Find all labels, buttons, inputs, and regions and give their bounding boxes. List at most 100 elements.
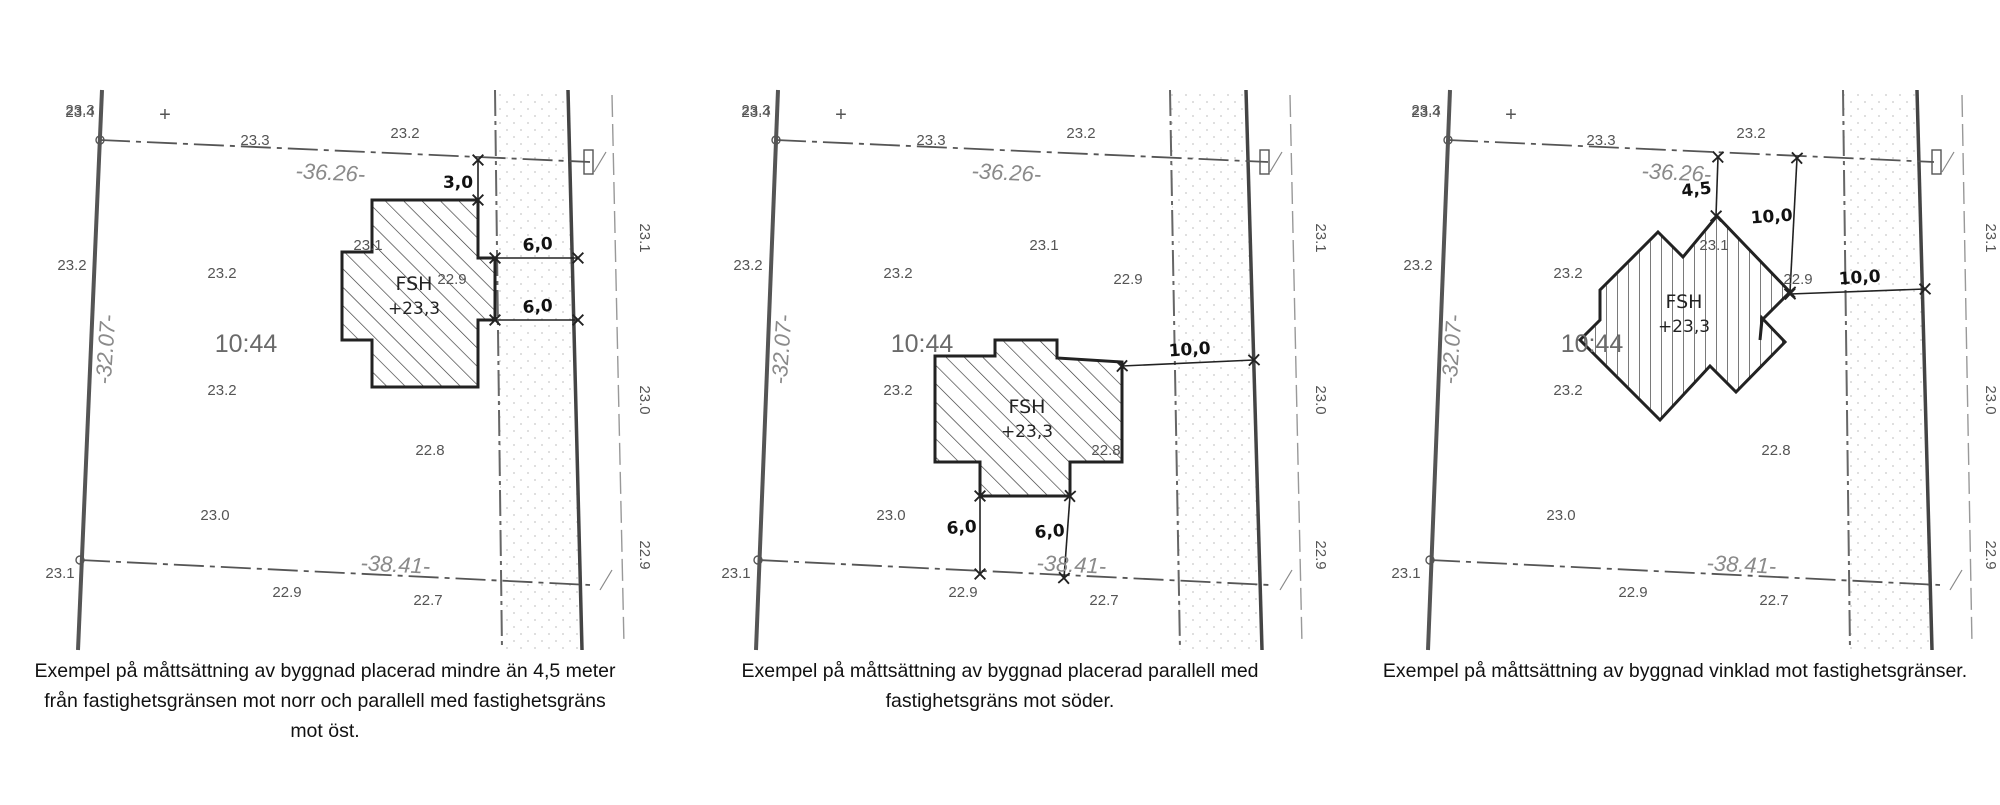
spot-height-label: 23.1 [1029, 237, 1058, 254]
spot-height-label: 22.7 [1759, 592, 1788, 609]
road-strip [1842, 89, 1973, 651]
building-footprint [1577, 213, 1793, 423]
building-footprint [340, 198, 497, 389]
spot-height-label: 23.0 [1546, 507, 1575, 524]
spot-height-label: 22.8 [1761, 442, 1790, 459]
spot-height-label: 23.2 [1403, 257, 1432, 274]
dimension-label: 6,0 [1034, 521, 1066, 543]
spot-height-label: 23.2 [733, 257, 762, 274]
panel-3 [1425, 89, 1973, 651]
north-boundary-distance: -36.26- [295, 158, 366, 187]
spot-height-label: 23.1 [636, 223, 653, 252]
spot-height-label: 23.3 [240, 132, 269, 149]
spot-height-label: 23.2 [883, 265, 912, 282]
building-footprint [933, 338, 1124, 498]
dimension-label: 6,0 [522, 234, 554, 256]
spot-height-label: 23.3 [741, 102, 770, 119]
spot-height-label: 23.1 [45, 565, 74, 582]
spot-height-label: 23.3 [916, 132, 945, 149]
north-boundary-distance: -36.26- [1641, 158, 1712, 187]
dimension-label: 10,0 [1750, 206, 1793, 229]
corner-height-label: 23.4 [65, 104, 94, 121]
north-boundary-distance: -36.26- [971, 158, 1042, 187]
spot-height-label: 22.8 [415, 442, 444, 459]
survey-point-mark: + [1505, 104, 1517, 126]
south-boundary-distance: -38.41- [360, 550, 431, 579]
spot-height-label: 23.1 [1699, 237, 1728, 254]
road-strip [494, 89, 625, 651]
spot-height-label: 23.0 [876, 507, 905, 524]
panel-2 [753, 89, 1303, 651]
spot-height-label: 23.2 [390, 125, 419, 142]
caption-line: Exempel på måttsättning av byggnad place… [741, 660, 1259, 682]
spot-height-label: 23.0 [1982, 385, 1999, 414]
plan-labels: 23.4 + -36.26- -32.07- -38.41- 10:44 23.3 23.2 2… [45, 102, 1999, 609]
spot-height-label: 22.7 [1089, 592, 1118, 609]
caption-line: Exempel på måttsättning av byggnad place… [34, 660, 616, 682]
caption-line: fastighetsgräns mot söder. [885, 690, 1115, 712]
building-type-label: FSH [1666, 291, 1703, 313]
property-boundaries [753, 89, 1293, 651]
corner-height-label: 23.4 [1411, 104, 1440, 121]
lot-id-label: 10:44 [1561, 330, 1624, 358]
south-boundary-distance: -38.41- [1706, 550, 1777, 579]
survey-point-mark: + [159, 104, 171, 126]
spot-height-label: 22.9 [1618, 584, 1647, 601]
spot-height-label: 23.1 [1391, 565, 1420, 582]
caption-line: från fastighetsgränsen mot norr och para… [44, 690, 606, 712]
dimension-label: 10,0 [1838, 267, 1881, 290]
building-level-label: +23,3 [1001, 422, 1053, 442]
spot-height-label: 22.9 [948, 584, 977, 601]
spot-height-label: 23.2 [57, 257, 86, 274]
panel-1 [75, 89, 625, 651]
caption-panel-1: Exempel på måttsättning av byggnad place… [0, 656, 650, 746]
corner-height-label: 23.4 [741, 104, 770, 121]
spot-height-label: 22.8 [1091, 442, 1120, 459]
spot-height-label: 22.9 [1312, 540, 1329, 569]
road-strip [1169, 89, 1303, 651]
building-level-label: +23,3 [1658, 317, 1710, 337]
spot-height-label: 22.9 [1982, 540, 1999, 569]
building-level-label: +23,3 [388, 299, 440, 319]
spot-height-label: 22.9 [1113, 271, 1142, 288]
spot-height-label: 23.2 [883, 382, 912, 399]
property-boundaries [75, 89, 613, 651]
spot-height-label: 23.1 [1312, 223, 1329, 252]
property-boundaries [1425, 89, 1963, 651]
dimension-label: 10,0 [1168, 339, 1211, 362]
spot-height-label: 23.3 [1411, 102, 1440, 119]
survey-point-mark: + [835, 104, 847, 126]
spot-height-label: 22.9 [636, 540, 653, 569]
spot-height-label: 23.0 [636, 385, 653, 414]
lot-id-label: 10:44 [215, 330, 278, 358]
spot-height-label: 23.2 [1553, 265, 1582, 282]
spot-height-label: 22.9 [437, 271, 466, 288]
spot-height-label: 23.2 [1736, 125, 1765, 142]
dimension-lines [1709, 150, 1932, 301]
dimension-label: 6,0 [946, 517, 978, 539]
spot-height-label: 23.2 [1066, 125, 1095, 142]
dimension-label: 4,5 [1680, 179, 1712, 202]
spot-height-label: 22.9 [272, 584, 301, 601]
spot-height-label: 23.1 [353, 237, 382, 254]
west-boundary-distance: -32.07- [767, 314, 797, 385]
west-boundary-distance: -32.07- [91, 314, 121, 385]
spot-height-label: 22.9 [1783, 271, 1812, 288]
spot-height-label: 22.7 [413, 592, 442, 609]
dimension-lines [974, 353, 1261, 585]
spot-height-label: 23.1 [1982, 223, 1999, 252]
west-boundary-distance: -32.07- [1437, 314, 1467, 385]
dimension-label: 6,0 [522, 296, 554, 318]
lot-id-label: 10:44 [891, 330, 954, 358]
south-boundary-distance: -38.41- [1036, 550, 1107, 579]
spot-height-label: 23.0 [1312, 385, 1329, 414]
dimension-label: 3,0 [443, 173, 473, 193]
spot-height-label: 23.1 [721, 565, 750, 582]
spot-height-label: 23.3 [1586, 132, 1615, 149]
spot-height-label: 23.2 [207, 265, 236, 282]
caption-panel-3: Exempel på måttsättning av byggnad vinkl… [1350, 656, 2000, 686]
spot-height-label: 23.3 [65, 102, 94, 119]
spot-height-label: 23.2 [1553, 382, 1582, 399]
dimension-lines [472, 154, 584, 326]
